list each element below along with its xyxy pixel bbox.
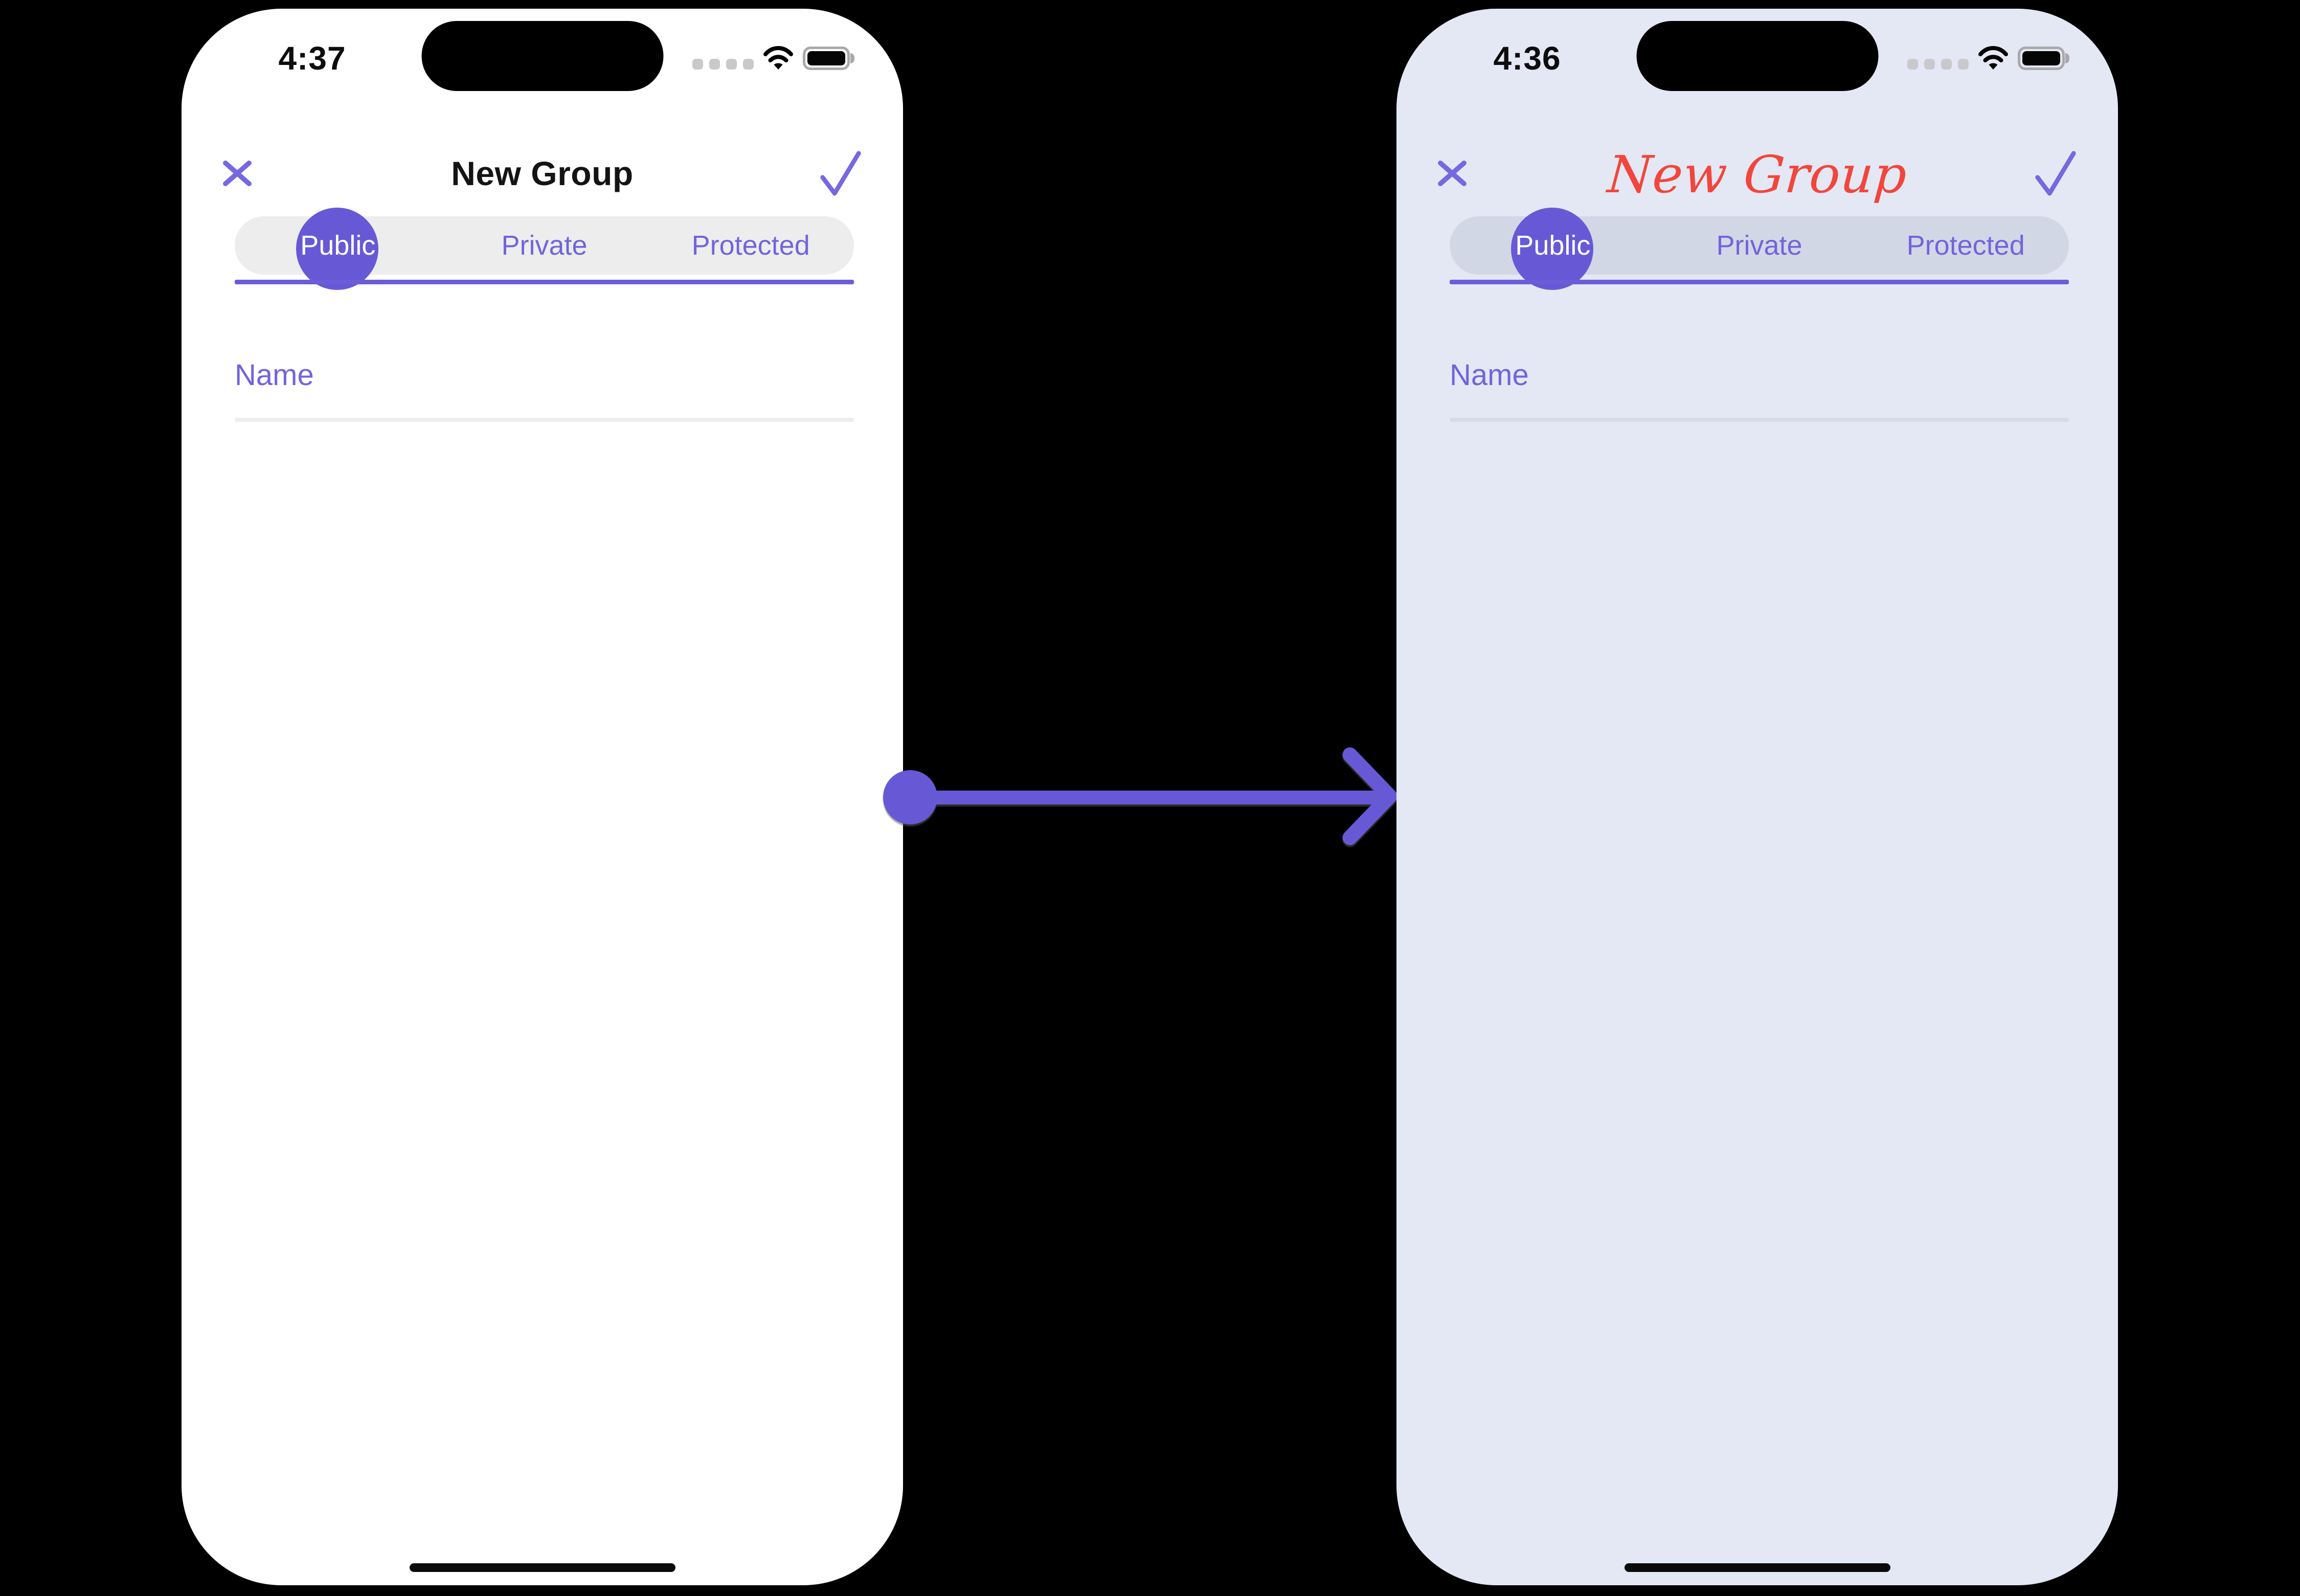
tab-underline <box>1450 280 2069 284</box>
transform-arrow-icon <box>883 747 1397 845</box>
status-bar-time: 4:36 <box>1493 40 1561 77</box>
dynamic-island <box>421 21 663 91</box>
status-bar-time: 4:37 <box>278 40 346 77</box>
home-indicator[interactable] <box>409 1563 675 1572</box>
phone-before: 4:37 N <box>182 9 903 1585</box>
navigation-bar: New Group <box>1437 143 2077 205</box>
page-title: New Group <box>1605 144 1909 205</box>
tab-underline <box>235 280 854 284</box>
confirm-button[interactable] <box>2034 149 2077 197</box>
tab-public[interactable]: Public <box>235 230 441 261</box>
wifi-icon <box>1978 46 2008 70</box>
battery-icon <box>803 47 854 70</box>
tab-protected[interactable]: Protected <box>1862 230 2069 261</box>
x-icon <box>1438 160 1467 187</box>
name-input[interactable] <box>1450 350 2069 399</box>
tab-private[interactable]: Private <box>441 230 648 261</box>
tab-protected[interactable]: Protected <box>647 230 854 261</box>
close-button[interactable] <box>222 160 252 187</box>
check-icon <box>2035 151 2076 196</box>
visibility-segmented-control: Public Private Protected <box>235 208 854 290</box>
battery-icon <box>2018 47 2069 70</box>
close-button[interactable] <box>1437 160 1467 187</box>
selected-tab-indicator <box>296 208 378 290</box>
navigation-bar: New Group <box>222 143 862 204</box>
home-indicator[interactable] <box>1624 1563 1890 1572</box>
dynamic-island <box>1636 21 1878 91</box>
cellular-dots-icon <box>692 58 754 70</box>
tab-private[interactable]: Private <box>1656 230 1863 261</box>
name-field-underline <box>235 418 854 422</box>
wifi-icon <box>763 46 793 70</box>
tab-public[interactable]: Public <box>1450 230 1656 261</box>
check-icon <box>820 151 861 196</box>
confirm-button[interactable] <box>819 149 862 197</box>
selected-tab-indicator <box>1511 208 1593 290</box>
name-input[interactable] <box>235 350 854 399</box>
page-title: New Group <box>451 154 634 192</box>
status-bar-icons <box>692 39 854 75</box>
name-field-underline <box>1450 418 2069 422</box>
phone-after: 4:36 N <box>1396 9 2118 1585</box>
visibility-segmented-control: Public Private Protected <box>1450 208 2069 290</box>
x-icon <box>223 160 252 187</box>
cellular-dots-icon <box>1907 58 1969 70</box>
status-bar-icons <box>1907 39 2069 75</box>
